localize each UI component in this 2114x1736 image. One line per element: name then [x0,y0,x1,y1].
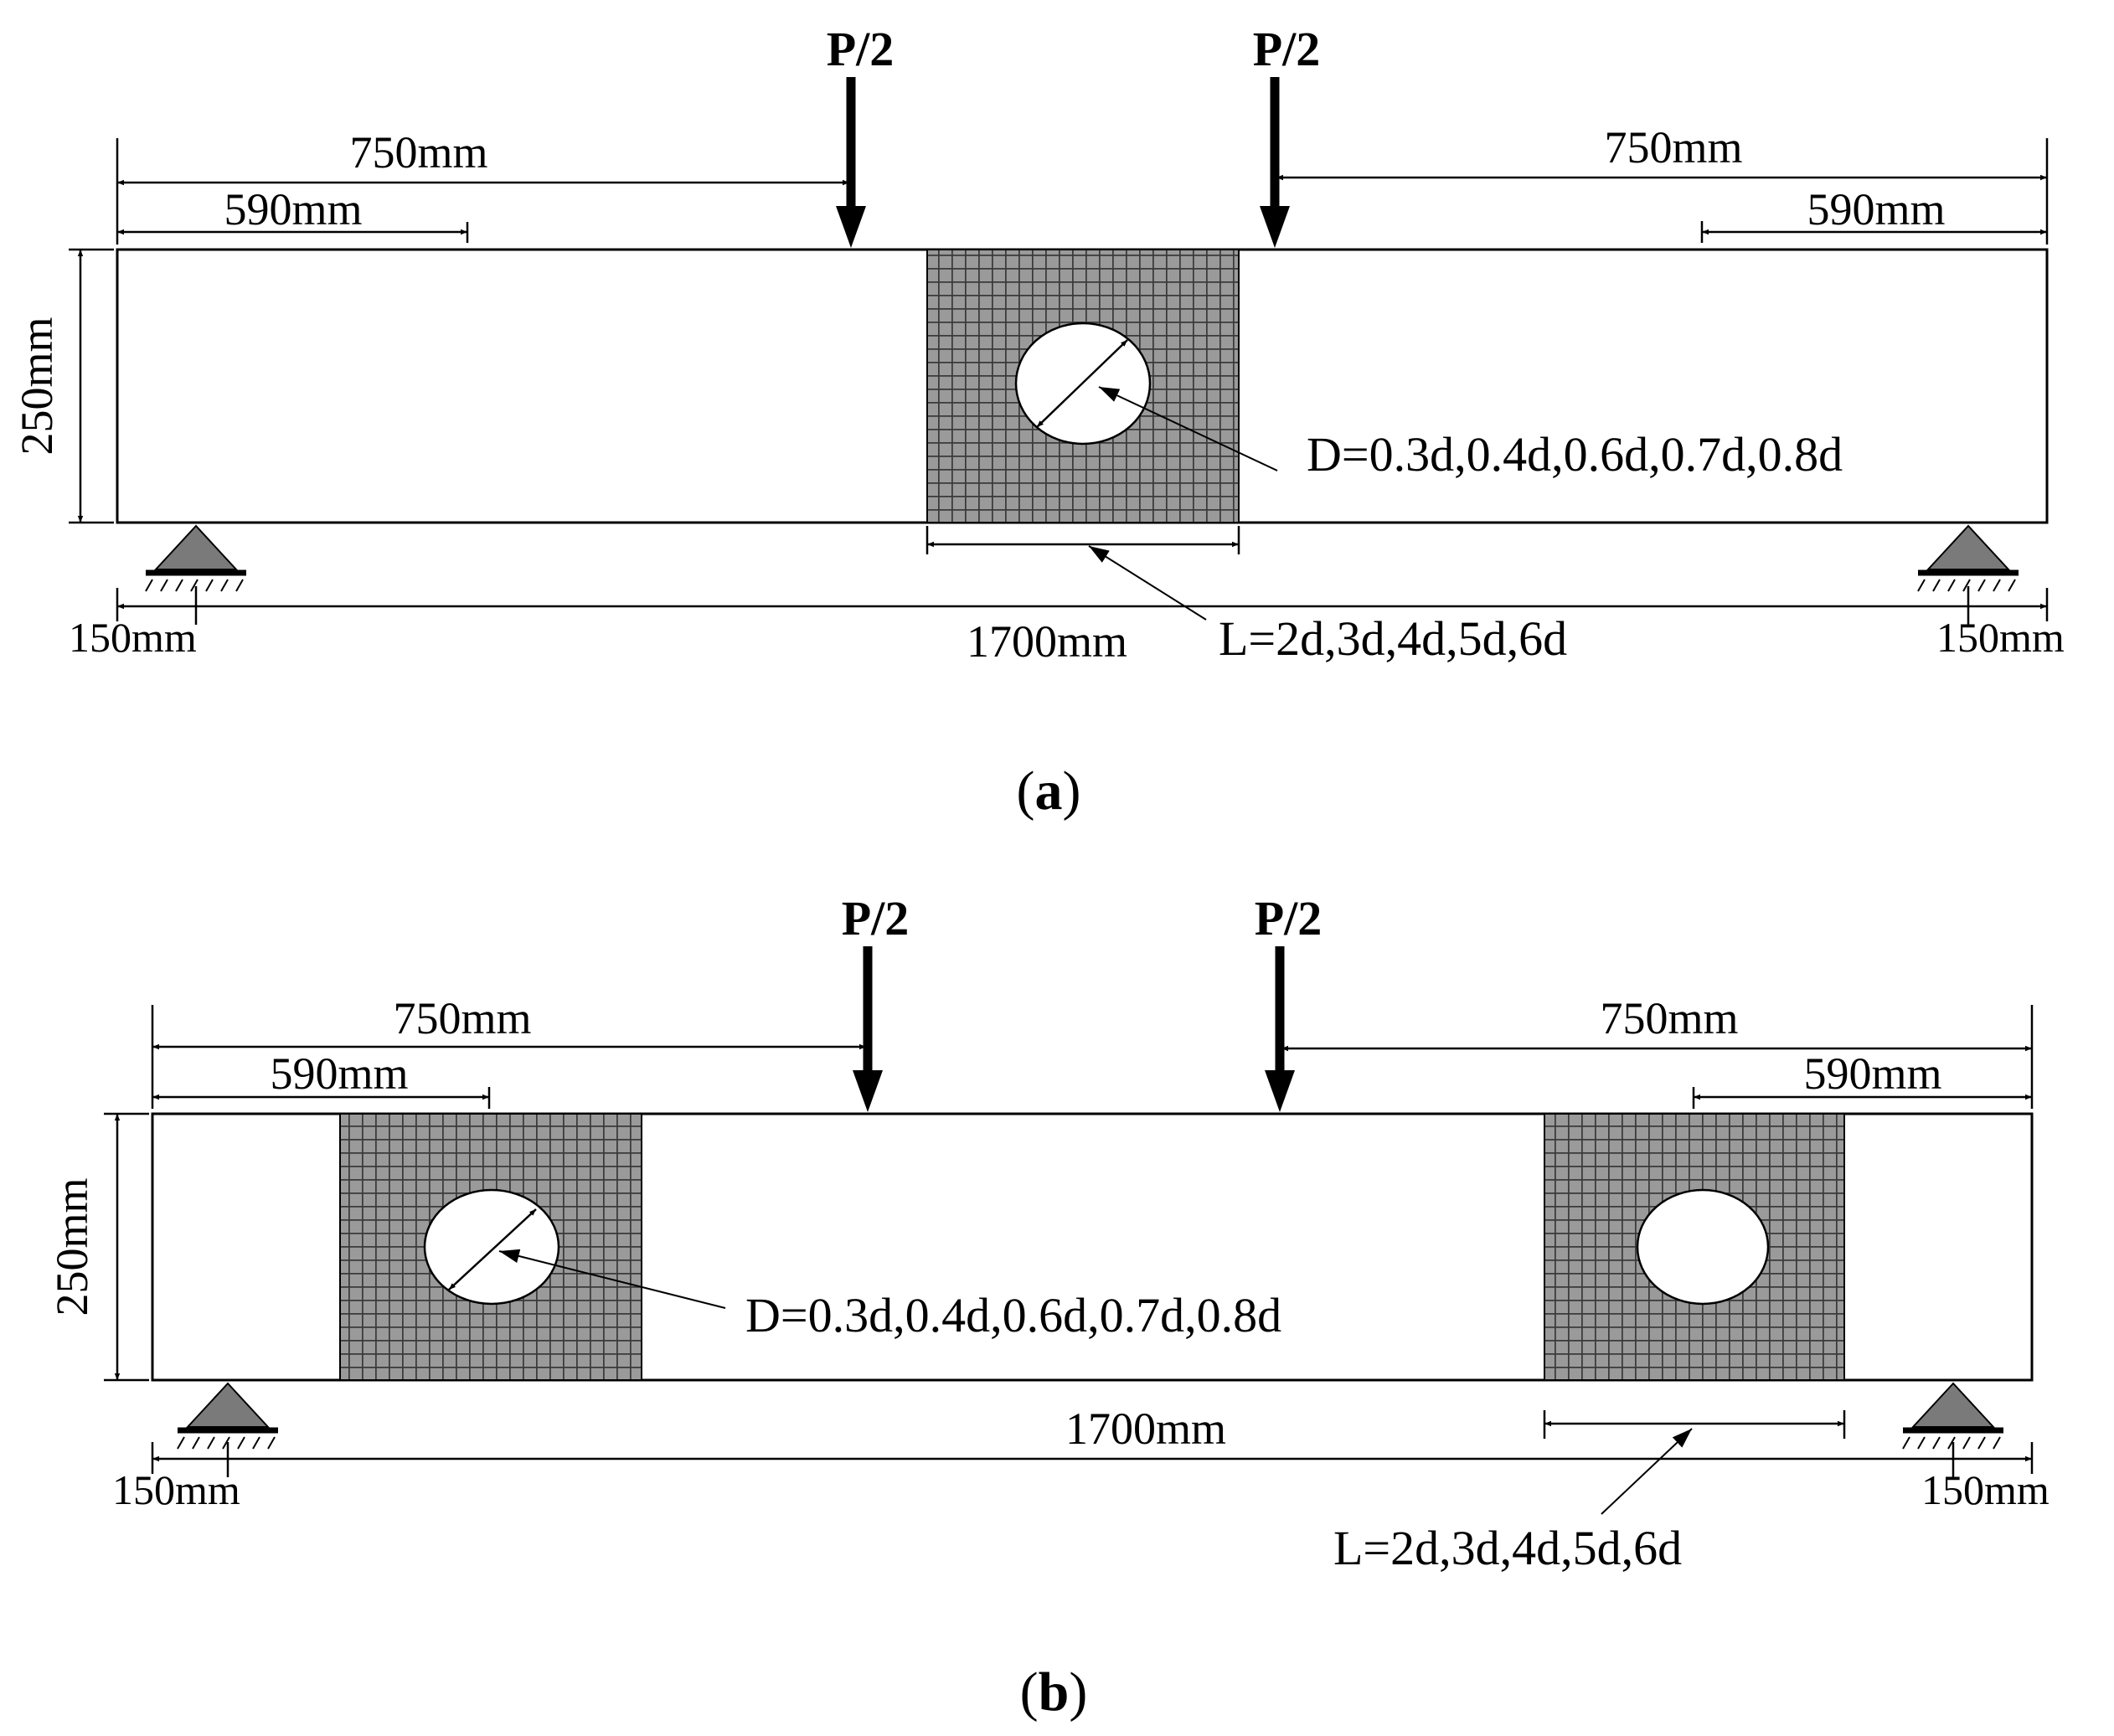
load-label-left: P/2 [842,891,910,945]
support-right [1902,1382,2003,1450]
load-arrow-head-right [1260,206,1290,248]
dim-label-overhang-left: 150mm [69,614,197,661]
diameter-leader [1098,386,1278,471]
diameter-arrow [448,1208,537,1290]
panel-b: D=0.3d,0.4d,0.6d,0.7d,0.8d P/2 P/2 750mm… [47,891,2050,1723]
support-left [145,524,246,592]
load-arrow-head-left [853,1070,883,1112]
panel-a: D=0.3d,0.4d,0.6d,0.7d,0.8d P/2 P/2 750mm… [12,22,2065,822]
load-label-left: P/2 [827,22,895,76]
wrap-length-leader [1088,545,1207,621]
dim-label-span: 1700mm [967,616,1127,667]
wrap-length-label: L=2d,3d,4d,5d,6d [1333,1521,1682,1575]
web-opening-left [423,1188,560,1306]
dim-label-span: 1700mm [1065,1404,1226,1454]
load-label-right: P/2 [1253,22,1321,76]
hole-diameter-label: D=0.3d,0.4d,0.6d,0.7d,0.8d [1307,427,1843,482]
support-right [1917,524,2019,592]
caption-a: (a) [1017,760,1081,822]
web-opening-right [1636,1188,1770,1306]
load-arrow-head-right [1265,1070,1295,1112]
diameter-leader [498,1249,726,1309]
dim-label-750-left: 750mm [393,993,531,1043]
dim-label-590-left: 590mm [224,184,362,234]
dim-label-750-right: 750mm [1600,993,1738,1043]
dim-label-overhang-right: 150mm [1936,614,2065,661]
hole-diameter-label: D=0.3d,0.4d,0.6d,0.7d,0.8d [745,1288,1281,1342]
dim-label-750-right: 750mm [1604,122,1742,173]
dim-label-590-right: 590mm [1803,1048,1941,1099]
wrap-length-leader [1601,1428,1693,1515]
caption-b: (b) [1020,1661,1088,1723]
load-arrow-head-left [836,206,866,248]
dim-label-590-right: 590mm [1807,184,1945,234]
dim-label-overhang-right: 150mm [1921,1466,2050,1513]
wrap-length-label: L=2d,3d,4d,5d,6d [1219,611,1567,666]
dim-label-590-left: 590mm [270,1048,408,1099]
dim-label-depth: 250mm [12,317,62,455]
diameter-arrow [1036,339,1128,428]
dim-label-750-left: 750mm [349,127,487,178]
dim-label-depth: 250mm [47,1177,97,1316]
dim-label-overhang-left: 150mm [112,1466,240,1513]
support-left [177,1382,278,1450]
load-label-right: P/2 [1255,891,1323,945]
